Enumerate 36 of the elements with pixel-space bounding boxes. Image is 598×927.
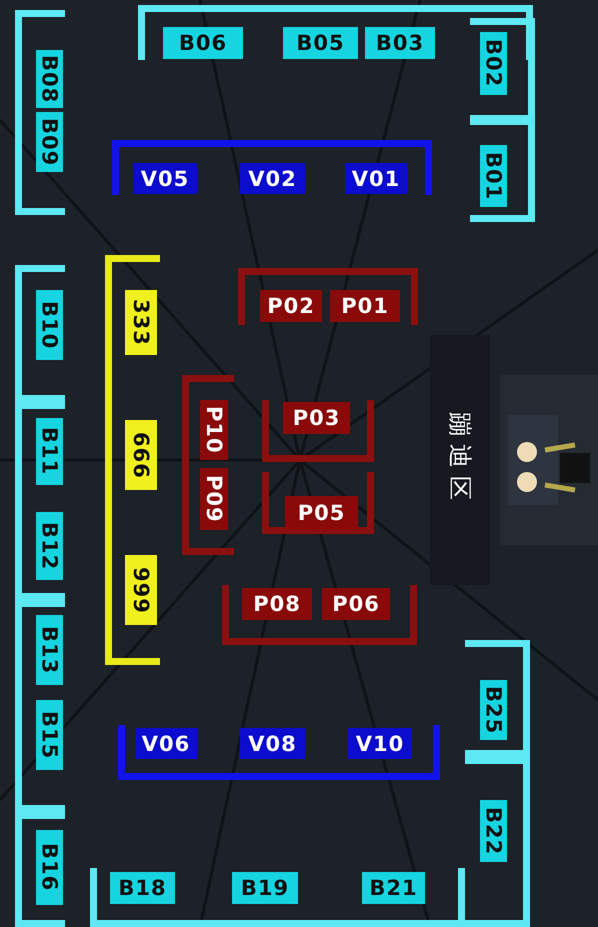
seat-table: B15 — [36, 700, 63, 770]
seat-table: V01 — [345, 163, 407, 194]
seat-table: V05 — [133, 163, 197, 194]
seat-table: B10 — [36, 290, 63, 360]
seat-table: P05 — [285, 496, 358, 530]
seat-table: B01 — [480, 145, 507, 207]
seat-table: B03 — [365, 27, 435, 59]
seat-table: V10 — [348, 728, 412, 759]
seat-table: B19 — [232, 872, 298, 904]
seat-table: V02 — [240, 163, 305, 194]
seat-table: B21 — [362, 872, 425, 904]
seat-table: B02 — [480, 32, 507, 95]
seat-table: 666 — [125, 420, 157, 490]
dance-floor-zone: 蹦迪区 — [430, 335, 490, 585]
seat-table: B09 — [36, 112, 63, 172]
seat-table: B18 — [110, 872, 175, 904]
seat-table: P02 — [260, 290, 322, 322]
seat-table: B05 — [283, 27, 358, 59]
seat-table: B22 — [480, 800, 507, 862]
seat-table: B16 — [36, 830, 63, 905]
seat-table: B08 — [36, 50, 63, 108]
seat-table: P06 — [322, 588, 390, 620]
seat-table: 333 — [125, 290, 157, 355]
seat-table: 999 — [125, 555, 157, 625]
seat-table: B06 — [163, 27, 243, 59]
seat-table: B12 — [36, 512, 63, 580]
seat-table: P01 — [330, 290, 400, 322]
seat-table: B25 — [480, 680, 507, 740]
seat-table: V06 — [135, 728, 197, 759]
seat-table: P09 — [200, 468, 228, 530]
seat-table: V08 — [240, 728, 305, 759]
seat-table: B11 — [36, 418, 63, 485]
seat-table: P03 — [283, 402, 350, 434]
seat-table: P10 — [200, 400, 228, 460]
seat-table: P08 — [242, 588, 312, 620]
seat-table: B13 — [36, 615, 63, 685]
